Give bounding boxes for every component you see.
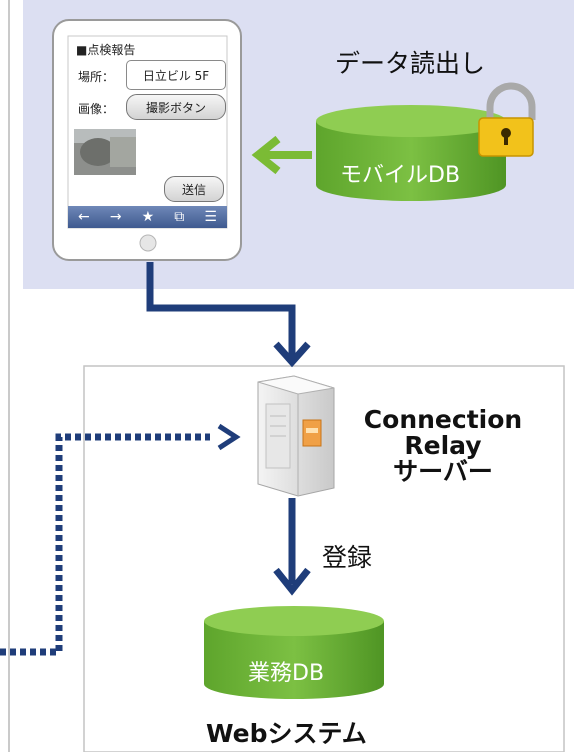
web-system-label: Webシステム xyxy=(206,719,367,748)
send-arrow xyxy=(146,262,311,368)
location-field[interactable]: 日立ビル 5F xyxy=(126,60,226,90)
home-button xyxy=(139,234,157,252)
server-label: Connection Relay サーバー xyxy=(346,407,540,485)
location-label: 場所： xyxy=(78,70,115,84)
report-title: ■点検報告 xyxy=(76,43,136,57)
business-db-label: 業務DB xyxy=(248,661,325,686)
register-arrow xyxy=(273,498,311,596)
external-dotted-arrow xyxy=(0,423,241,656)
register-label: 登録 xyxy=(322,543,373,572)
business-db-cylinder xyxy=(204,606,384,699)
mobile-db-label: モバイルDB xyxy=(340,163,461,188)
data-read-label: データ読出し xyxy=(335,49,486,78)
server-label-line1: Connection xyxy=(363,405,523,434)
forward-icon[interactable]: → xyxy=(109,209,122,225)
server-label-line3: サーバー xyxy=(393,457,493,486)
server-label-line2: Relay xyxy=(404,431,482,460)
mobile-db-cylinder xyxy=(316,105,506,201)
back-icon[interactable]: ← xyxy=(78,209,90,225)
image-label: 画像： xyxy=(78,102,115,116)
star-icon[interactable]: ★ xyxy=(141,209,155,225)
read-arrow xyxy=(251,135,312,175)
tablet-nav-bar: ← → ★ ⧉ ☰ xyxy=(68,206,227,228)
menu-icon[interactable]: ☰ xyxy=(204,209,217,225)
send-button[interactable]: 送信 xyxy=(164,176,224,202)
tabs-icon[interactable]: ⧉ xyxy=(174,209,185,225)
server-icon xyxy=(257,375,335,497)
capture-button[interactable]: 撮影ボタン xyxy=(126,94,226,120)
lock-icon xyxy=(478,82,536,157)
